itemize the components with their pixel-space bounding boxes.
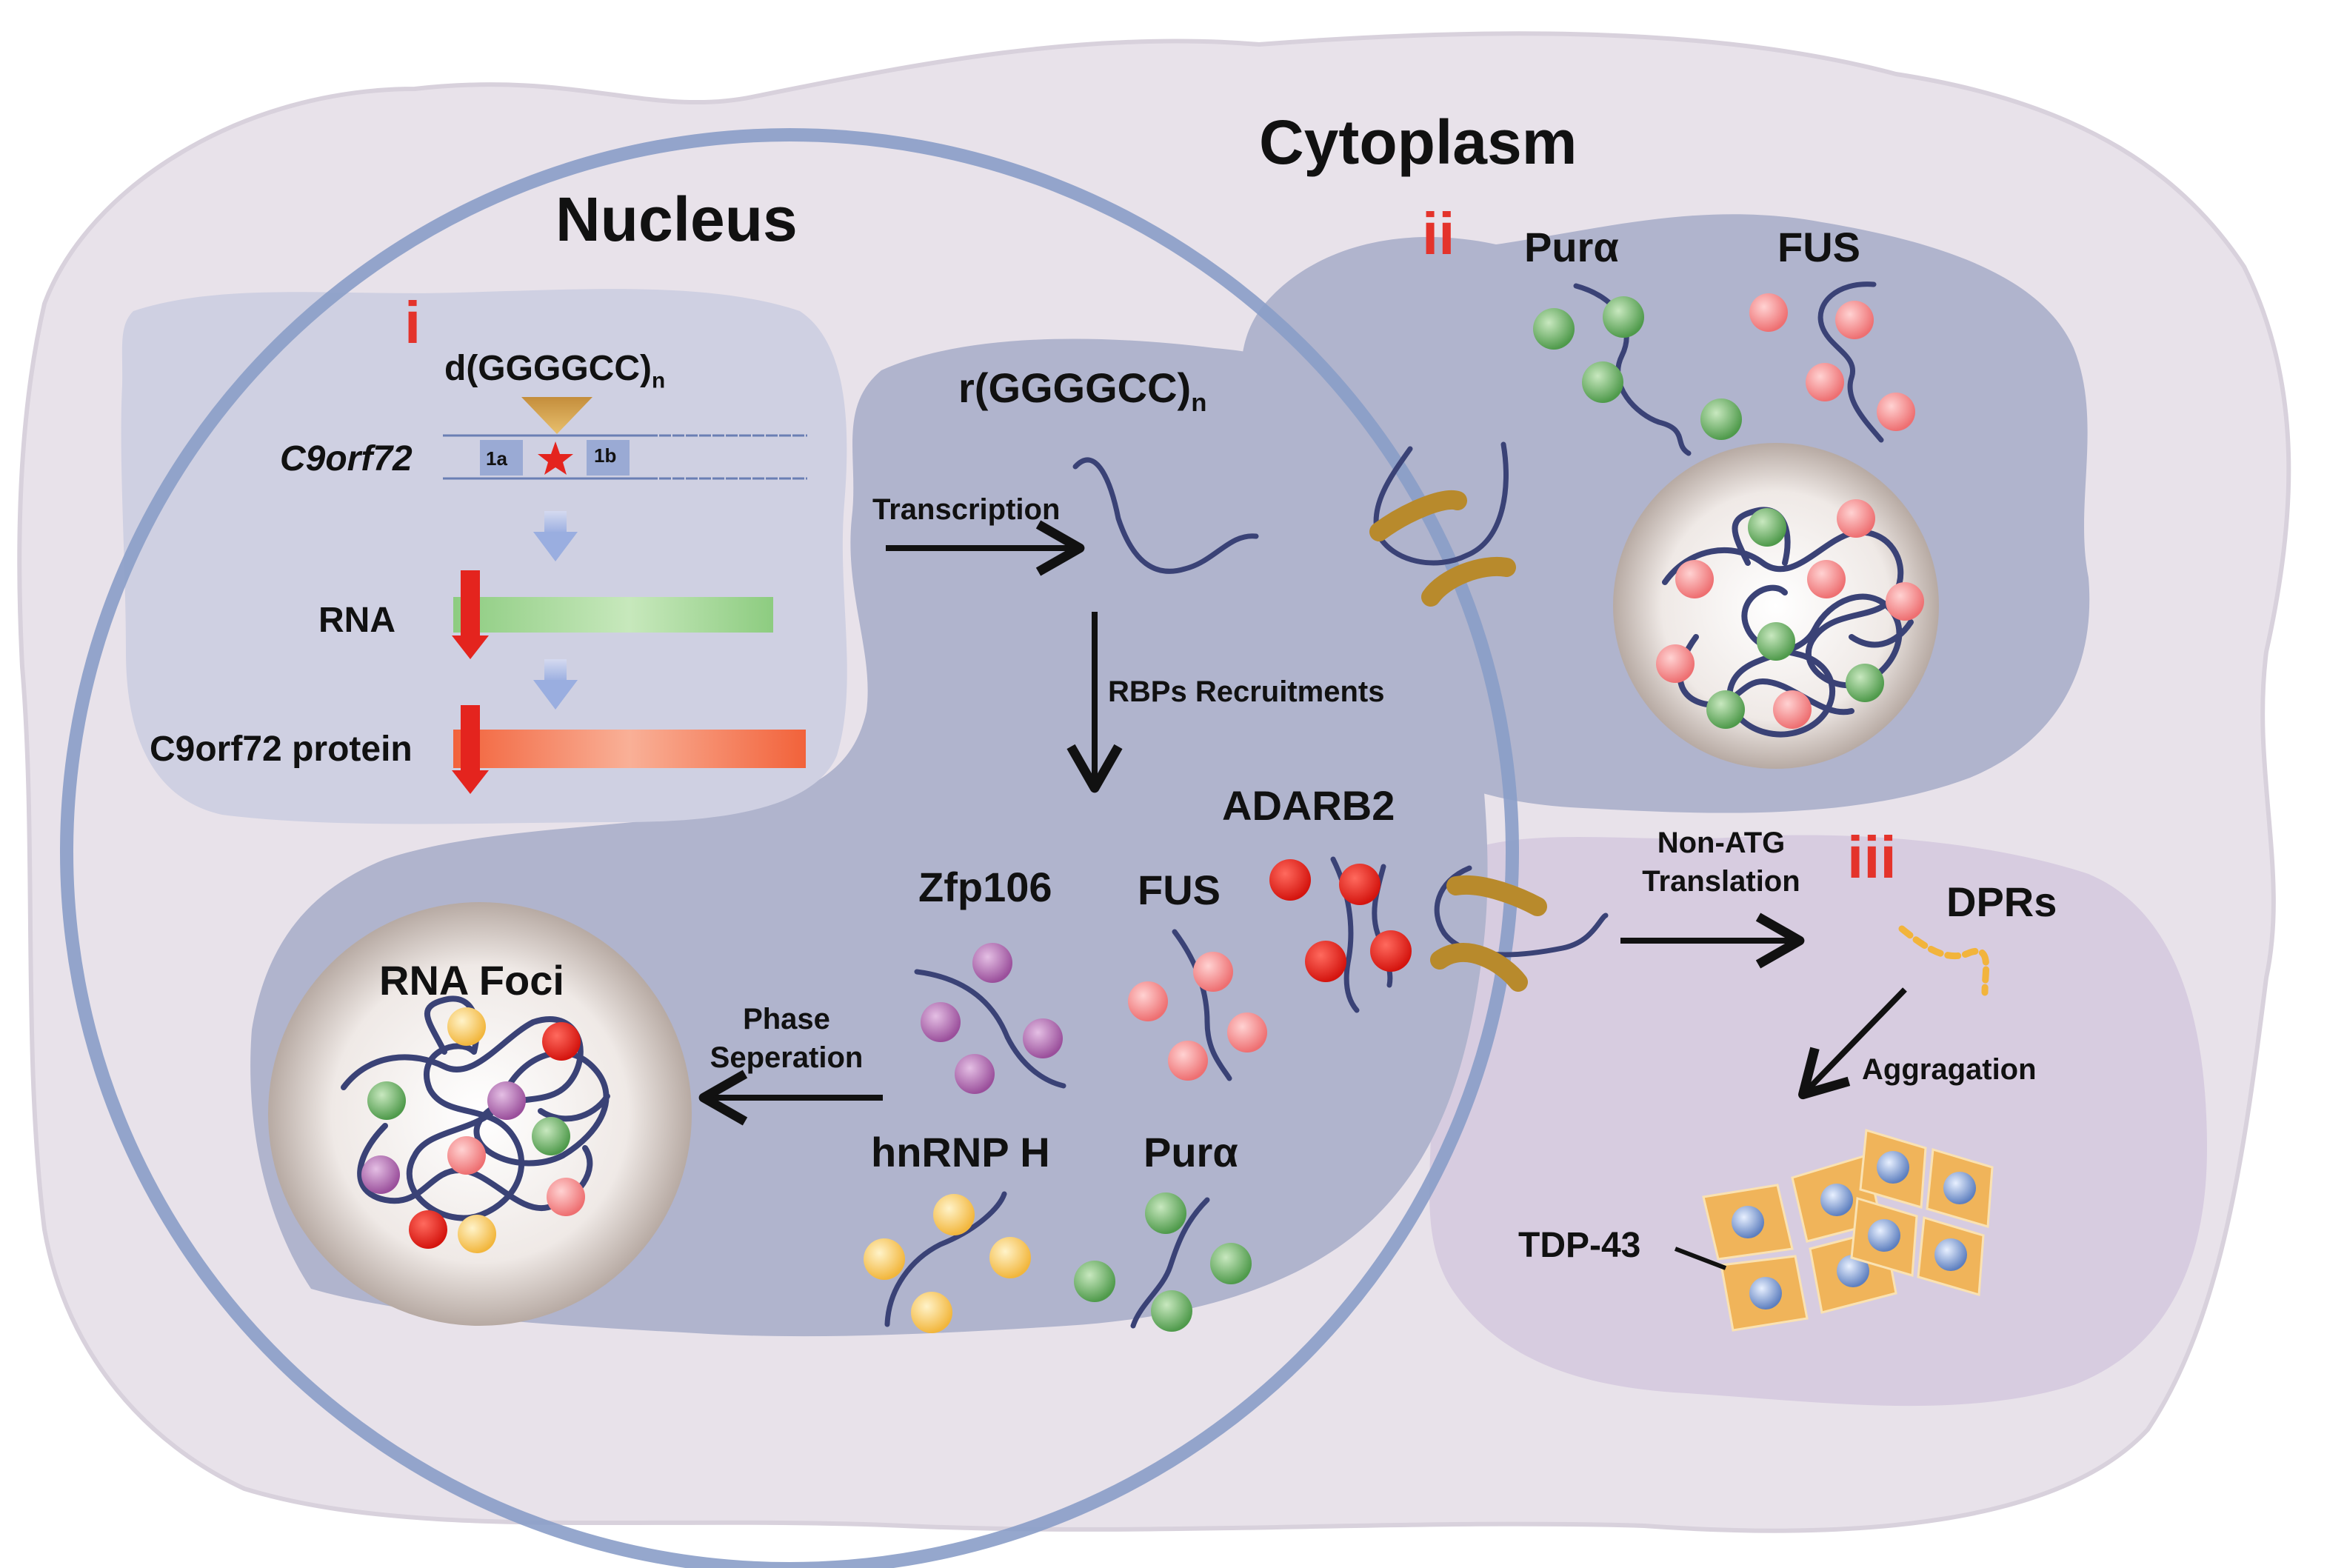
ribosome-icon-upper-1	[1369, 490, 1467, 541]
protein-decrease-arrow-icon	[452, 705, 489, 794]
tdp43-label: TDP-43	[1518, 1226, 1641, 1265]
tdp43-cluster-right	[1850, 1129, 1994, 1296]
insertion-triangle-icon	[521, 397, 592, 434]
translating-rna-strand-upper	[1373, 441, 1509, 566]
cytoplasm-purple-region	[1414, 835, 2207, 1407]
repeat-rna-strand	[1072, 457, 1259, 574]
ribosome-icon-lower-2	[1430, 943, 1528, 992]
pura-balls-nucleus	[1074, 1192, 1252, 1332]
dpr-chain-icon	[1898, 925, 1990, 996]
exon-1b-label: 1b	[594, 444, 617, 467]
hnrnph-balls	[864, 1194, 1031, 1333]
rna-foci-label: RNA Foci	[379, 957, 564, 1004]
nucleus-membrane	[60, 128, 1519, 1568]
zfp106-label: Zfp106	[918, 864, 1052, 910]
rna-bar	[453, 597, 773, 633]
ribosome-icon-upper-2	[1421, 556, 1516, 607]
phase-separation-label: Phase Seperation	[710, 1003, 864, 1074]
rna-label: RNA	[318, 601, 395, 640]
rna-foci-balls	[361, 1007, 585, 1253]
fus-balls-cytoplasm	[1749, 293, 1915, 431]
pura-balls-cytoplasm	[1533, 296, 1742, 440]
fus-strand-cytoplasm	[1817, 281, 1884, 443]
aggregation-label: Aggragation	[1862, 1053, 2037, 1086]
translation-label: Non-ATG Translation	[1642, 827, 1800, 898]
adarb2-balls	[1269, 859, 1412, 982]
cytoplasm-droplet-balls	[1656, 499, 1924, 729]
exon-1a-box	[480, 440, 523, 476]
panel-ii-marker: ii	[1422, 201, 1455, 267]
aggregation-arrow	[1798, 987, 1907, 1100]
exon-1b-box	[587, 440, 630, 476]
dprs-label: DPRs	[1946, 878, 2057, 925]
exon-1a-label: 1a	[486, 447, 507, 470]
repeat-rna-label: r(GGGGCC)n	[958, 364, 1207, 418]
ribosome-icon-lower-1	[1446, 875, 1547, 916]
down-arrow-icon-2	[533, 659, 578, 710]
fus-strand-nucleus	[1172, 929, 1232, 1081]
adarb2-label: ADARB2	[1222, 782, 1395, 829]
panel-i-region	[121, 289, 847, 824]
down-arrow-icon-1	[533, 511, 578, 561]
fus-cytoplasm-label: FUS	[1777, 224, 1860, 270]
hnrnph-strand	[884, 1191, 1007, 1327]
fus-balls-nucleus	[1128, 952, 1267, 1081]
zfp106-balls	[921, 943, 1063, 1094]
panel-i-marker: i	[404, 290, 421, 356]
nucleus-title: Nucleus	[555, 184, 798, 254]
zfp106-strand	[914, 969, 1066, 1089]
pura-strand-nucleus	[1130, 1197, 1210, 1329]
rna-decrease-arrow-icon	[452, 570, 489, 659]
pura-cytoplasm-label: Purα	[1524, 224, 1619, 270]
gene-name-label: C9orf72	[280, 439, 413, 478]
protein-label: C9orf72 protein	[150, 730, 413, 769]
repeat-star-icon	[538, 441, 573, 475]
protein-bar	[453, 730, 806, 768]
tdp43-pointer	[1674, 1247, 1727, 1270]
rbps-recruitment-label: RBPs Recruitments	[1108, 675, 1385, 708]
panel-iii-marker: iii	[1847, 824, 1897, 890]
transcription-label: Transcription	[872, 493, 1061, 526]
cytoplasm-title: Cytoplasm	[1259, 107, 1578, 177]
repeat-dna-label: d(GGGGCC)n	[444, 349, 666, 393]
hnrnph-label: hnRNP H	[871, 1129, 1050, 1175]
pura-nucleus-label: Purα	[1144, 1129, 1238, 1175]
fus-nucleus-label: FUS	[1138, 867, 1221, 913]
